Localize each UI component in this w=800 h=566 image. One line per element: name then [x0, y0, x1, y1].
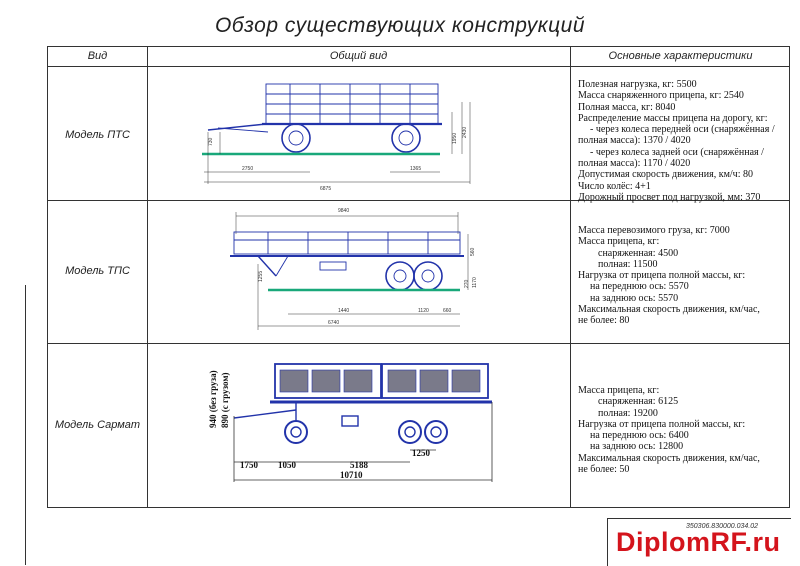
header-view: Вид [87, 50, 108, 62]
dim-label: 9840 [338, 208, 349, 214]
dim-label: 1170 [472, 277, 478, 288]
dim-label: 1255 [258, 271, 264, 282]
spec-line: Дорожный просвет под нагрузкой, мм: 370 [578, 191, 761, 203]
spec-line: на переднюю ось: 6400 [590, 430, 689, 442]
spec-line: снаряженная: 4500 [598, 247, 679, 259]
spec-line: Полная масса, кг: 8040 [578, 101, 676, 113]
side-strip [5, 285, 26, 565]
comparison-table: Вид Общий вид Основные характеристики Мо… [47, 46, 790, 508]
row-divider [48, 200, 789, 201]
header-general-view: Общий вид [329, 50, 388, 62]
pts-trailer-drawing: 2750 1365 6875 730 1950 2430 [202, 83, 471, 192]
dim-label: 1050 [278, 460, 297, 470]
spec-line: Полезная нагрузка, кг: 5500 [578, 79, 697, 90]
model-name-tps: Модель ТПС [65, 265, 130, 277]
dim-label: 5188 [350, 460, 369, 470]
dim-label: 560 [470, 247, 476, 256]
title-block [607, 518, 791, 566]
tps-trailer-drawing: 9840 1440 1120 660 6740 560 1255 270 117… [230, 208, 478, 330]
spec-line: Число колёс: 4+1 [578, 180, 651, 192]
spec-line: на заднюю ось: 12800 [590, 441, 684, 453]
dim-label: 6740 [328, 320, 339, 326]
row-divider [48, 343, 789, 344]
spec-line: снаряженная: 6125 [598, 396, 679, 408]
spec-line: Допустимая скорость движения, км/ч: 80 [578, 169, 753, 181]
sarmat-trailer-drawing: 940 (без груза) 890 (с грузом) 1750 1050… [208, 363, 493, 482]
dim-label: 730 [208, 137, 214, 146]
model-name-sarmat: Модель Сармат [54, 419, 141, 431]
dim-label: 6875 [320, 186, 331, 192]
dim-label: 1250 [412, 448, 431, 458]
dim-label: 2430 [462, 127, 468, 138]
dim-label: 660 [443, 308, 452, 314]
header-divider [48, 66, 789, 67]
watermark-logo: DiplomRF.ru [616, 527, 781, 557]
spec-line: не более: 50 [578, 464, 630, 476]
spec-line: Нагрузка от прицепа полной массы, кг: [578, 418, 746, 430]
spec-line: Нагрузка от прицепа полной массы, кг: [578, 270, 746, 282]
dim-label: 10710 [340, 470, 363, 480]
spec-line: не более: 80 [578, 315, 630, 327]
dim-label: 940 (без груза) [208, 370, 218, 428]
spec-line: на заднюю ось: 5570 [590, 292, 679, 304]
dim-label: 270 [464, 279, 470, 288]
column-divider [147, 47, 148, 507]
dim-label: 890 (с грузом) [220, 373, 230, 429]
spec-line: Масса перевозимого груза, кг: 7000 [578, 225, 730, 236]
spec-line: на переднюю ось: 5570 [590, 281, 689, 293]
spec-line: полная: 11500 [598, 258, 658, 270]
dim-label: 1365 [410, 166, 421, 172]
model-name-pts: Модель ПТС [65, 129, 130, 141]
specs-pts: Полезная нагрузка, кг: 5500 Масса снаряж… [578, 79, 788, 203]
spec-line: Распределение массы прицепа на дорогу, к… [578, 112, 768, 124]
page-title: Обзор существующих конструкций [214, 14, 586, 37]
header-specs: Основные характеристики [608, 50, 753, 62]
dim-label: 1440 [338, 308, 349, 314]
dim-label: 1120 [418, 308, 429, 314]
spec-line: Максимальная скорость движения, км/час, [578, 304, 760, 316]
specs-tps: Масса перевозимого груза, кг: 7000 Масса… [578, 225, 788, 327]
spec-line: Максимальная скорость движения, км/час, [578, 452, 760, 464]
specs-sarmat: Масса прицепа, кг: снаряженная: 6125 пол… [578, 385, 788, 475]
spec-line: полная масса): 1370 / 4020 [578, 135, 691, 147]
spec-line: Масса прицепа, кг: [578, 385, 660, 396]
dim-label: 1950 [452, 133, 458, 144]
spec-line: полная масса): 1170 / 4020 [578, 158, 691, 170]
column-divider [570, 47, 571, 507]
dim-label: 2750 [242, 166, 253, 172]
spec-line: Масса прицепа, кг: [578, 236, 660, 248]
spec-line: полная: 19200 [598, 407, 658, 419]
spec-line: Масса снаряженного прицепа, кг: 2540 [578, 90, 744, 102]
spec-line: - через колеса задней оси (снаряжённая / [590, 146, 764, 158]
dim-label: 1750 [240, 460, 259, 470]
spec-line: - через колеса передней оси (снаряжённая… [590, 124, 775, 136]
drawing-code: 350306.830000.034.02 [686, 523, 759, 530]
